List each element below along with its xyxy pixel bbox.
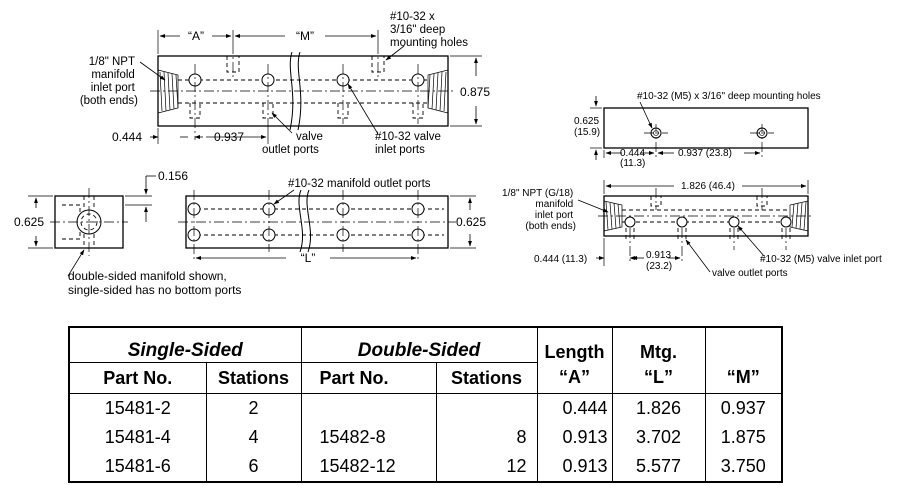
valve-inlet-note: #10-32 valve inlet ports <box>375 131 444 156</box>
thread-left <box>157 69 179 114</box>
inlet-port-note: 1/8" NPT manifold inlet port (both ends) <box>80 56 138 107</box>
mtg-header-bottom: “L” <box>611 362 706 394</box>
metric-offset2: 0.444 (11.3) <box>534 254 587 265</box>
group-single-sided: Single-Sided <box>69 327 302 363</box>
metric-inlet-port-note: 1/8" NPT (G/18) manifold inlet port (bot… <box>502 188 576 232</box>
side-height-0625: 0.625 <box>456 215 486 229</box>
table-row: 15481-2 2 0.444 1.826 0.937 <box>69 393 783 423</box>
metric-valve-outlet-note: valve outlet ports <box>712 268 788 279</box>
group-double-sided: Double-Sided <box>300 327 538 363</box>
offset-0444: 0.444 <box>112 130 142 144</box>
side-view: #10-32 manifold outlet ports 0.625 “L” <box>178 178 486 265</box>
table-row: 15481-4 4 15482-8 8 0.913 3.702 1.875 <box>69 423 783 452</box>
header-double-stations: Stations <box>435 362 538 394</box>
metric-mounting-note: #10-32 (M5) x 3/16" deep mounting holes <box>637 91 821 102</box>
metric-length: 1.826 (46.4) <box>681 181 735 192</box>
pitch-0937: 0.937 <box>214 130 244 144</box>
end-height-0625: 0.625 <box>14 215 44 229</box>
height-0875: 0.875 <box>460 85 490 99</box>
length-header-bottom: “A” <box>536 362 613 394</box>
break-line <box>297 51 302 131</box>
end-view: 0.625 0.156 double-sided manifold shown,… <box>14 169 241 297</box>
metric-top-view: #10-32 (M5) x 3/16" deep mounting holes … <box>574 91 821 169</box>
specification-table: Single-Sided Double-Sided Length Mtg. Pa… <box>68 326 784 483</box>
metric-side-view: 1.826 (46.4) 1/8" NPT (G/18) manifold in… <box>502 180 882 279</box>
metric-pitch2-mm: (23.2) <box>646 261 672 272</box>
mounting-holes-note: #10-32 x 3/16" deep mounting holes <box>390 11 468 49</box>
header-single-stations: Stations <box>205 362 302 394</box>
technical-drawing: “A” “M” #10-32 x 3/16" deep mounting hol… <box>14 11 882 297</box>
metric-pitch2: 0.913 <box>646 250 671 261</box>
mtg-header-top: Mtg. <box>611 327 706 363</box>
dim-label-m: “M” <box>296 29 314 43</box>
metric-valve-inlet-note: #10-32 (M5) valve inlet port <box>760 254 882 265</box>
thread-right <box>427 69 449 114</box>
valve-outlet-note: valve outlet ports <box>262 131 326 156</box>
offset-0156: 0.156 <box>158 169 188 183</box>
metric-pitch: 0.937 (23.8) <box>678 148 732 159</box>
metric-height: 0.625 <box>574 116 599 127</box>
metric-height-mm: (15.9) <box>574 127 600 138</box>
manifold-outlet-note: #10-32 manifold outlet ports <box>288 178 431 190</box>
small-manifold-top <box>603 107 809 149</box>
top-view: “A” “M” #10-32 x 3/16" deep mounting hol… <box>80 11 491 156</box>
metric-offset-mm: (11.3) <box>620 158 645 169</box>
dim-label-a: “A” <box>188 29 204 43</box>
double-sided-note: double-sided manifold shown, single-side… <box>68 269 241 297</box>
table-row: 15481-6 6 15482-12 12 0.913 5.577 3.750 <box>69 452 783 482</box>
header-single-part: Part No. <box>69 362 206 394</box>
m-header: “M” <box>704 362 783 394</box>
length-header-top: Length <box>536 327 613 363</box>
header-double-part: Part No. <box>300 362 437 394</box>
metric-offset: 0.444 <box>620 148 645 159</box>
break-line <box>289 51 294 131</box>
dim-label-l: “L” <box>301 251 316 265</box>
